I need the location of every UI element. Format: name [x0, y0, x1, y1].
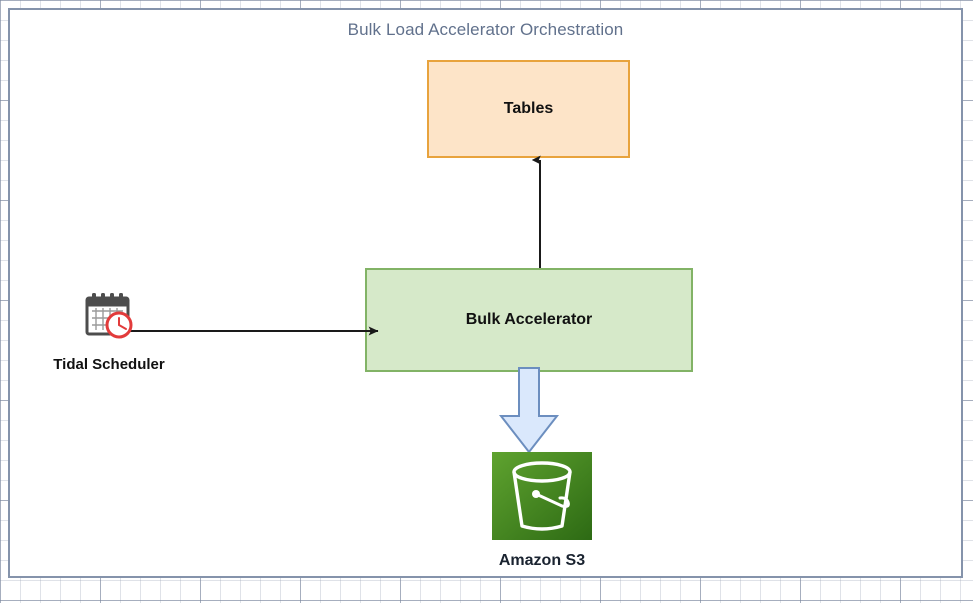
arrow-accelerator-to-s3-shape: [498, 367, 560, 454]
node-tidal-scheduler-label: Tidal Scheduler: [53, 356, 165, 373]
node-bulk-accelerator-label: Bulk Accelerator: [465, 311, 593, 328]
arrow-scheduler-to-accelerator[interactable]: [120, 310, 390, 352]
node-tables-label: Tables: [503, 100, 554, 117]
diagram-title: Bulk Load Accelerator Orchestration: [347, 20, 624, 39]
node-tidal-scheduler[interactable]: Tidal Scheduler: [24, 292, 194, 388]
node-tables[interactable]: Tables: [427, 60, 630, 158]
diagram-canvas[interactable]: Bulk Load Accelerator Orchestration Tabl…: [8, 8, 963, 578]
node-amazon-s3[interactable]: Amazon S3: [457, 450, 627, 585]
arrow-accelerator-to-tables[interactable]: [510, 150, 570, 280]
amazon-s3-bucket-icon: [492, 452, 592, 540]
calendar-clock-icon: [85, 293, 133, 339]
node-amazon-s3-label: Amazon S3: [498, 552, 586, 569]
node-bulk-accelerator[interactable]: Bulk Accelerator: [365, 268, 693, 372]
arrow-accelerator-to-s3[interactable]: [488, 367, 570, 454]
